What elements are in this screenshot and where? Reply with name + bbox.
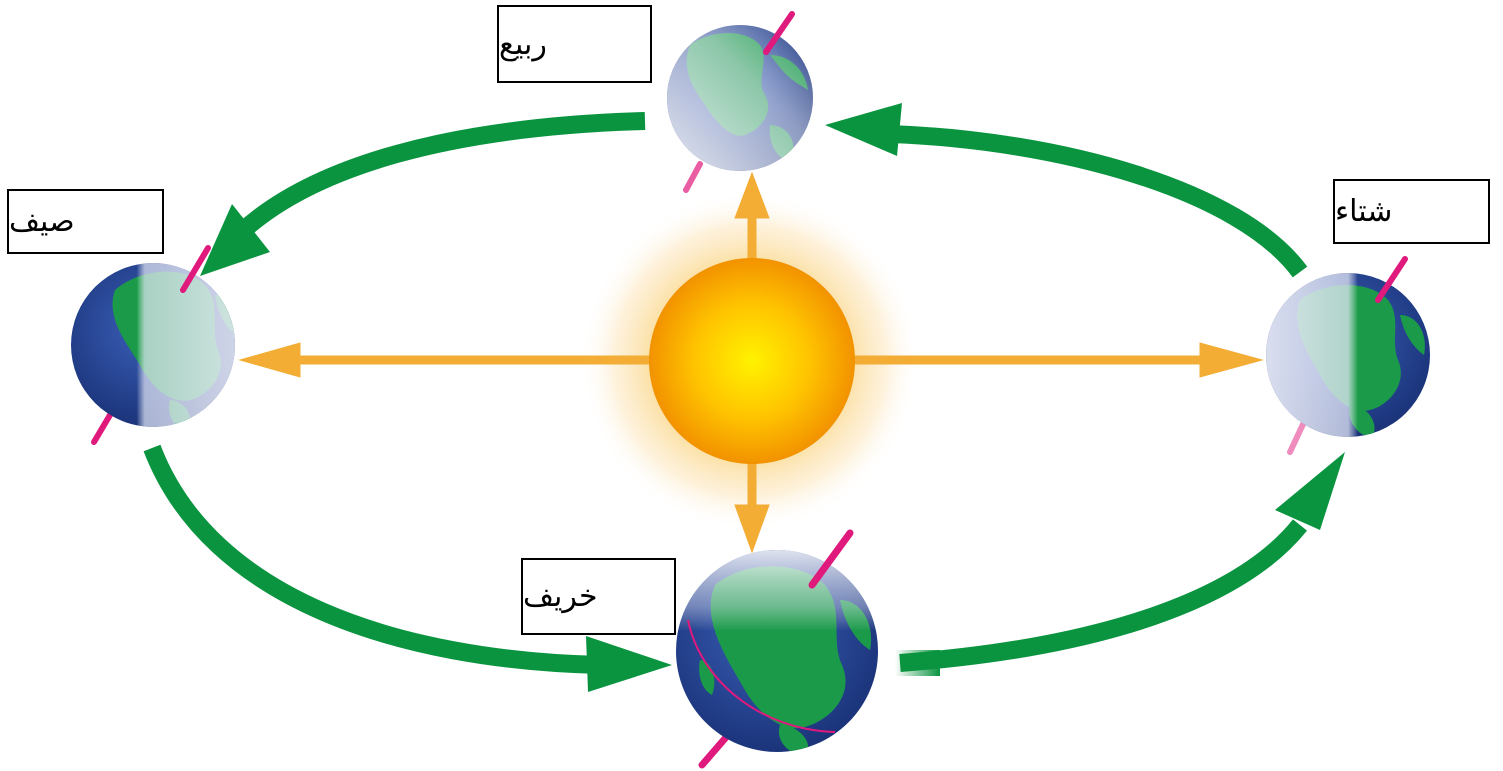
arrowhead-autumn — [586, 636, 672, 692]
axis-spring-bottom — [683, 161, 703, 193]
orbit-arrow-winter-to-spring — [889, 125, 1308, 278]
ray-left-head — [238, 342, 301, 378]
axis-autumn-bottom — [698, 731, 732, 769]
ray-down-head — [734, 504, 770, 554]
sun — [238, 171, 1264, 554]
arrowhead-spring — [825, 103, 902, 156]
label-spring: ربيع — [497, 5, 652, 83]
axis-winter-bottom — [1287, 417, 1308, 455]
orbit-arrow-spring-to-summer — [215, 112, 646, 258]
sun-core — [649, 258, 855, 464]
orbit-fade — [895, 650, 940, 676]
label-winter: شتاء — [1333, 179, 1490, 244]
axis-summer-top — [180, 245, 211, 293]
earth-summer — [71, 245, 235, 445]
earth-autumn — [676, 529, 878, 769]
axis-winter-top — [1375, 256, 1408, 303]
label-autumn: خريف — [521, 558, 676, 635]
arrowhead-summer — [200, 204, 270, 276]
autumn-terminator-line — [687, 619, 836, 733]
orbit-arrow-autumn-to-winter — [899, 519, 1308, 672]
axis-spring-top — [763, 11, 795, 55]
ray-up-head — [734, 171, 770, 219]
orbit-arrow-summer-to-autumn — [143, 444, 601, 674]
earth-spring — [667, 11, 813, 193]
orbit-arrows — [143, 103, 1345, 692]
axis-autumn-top — [808, 529, 854, 589]
sun-rays — [238, 171, 1264, 554]
arrowhead-winter — [1275, 452, 1345, 530]
axis-summer-bottom — [91, 412, 113, 445]
earth-winter — [1266, 256, 1430, 455]
label-summer: صيف — [7, 189, 164, 254]
ray-right-head — [1199, 342, 1264, 378]
